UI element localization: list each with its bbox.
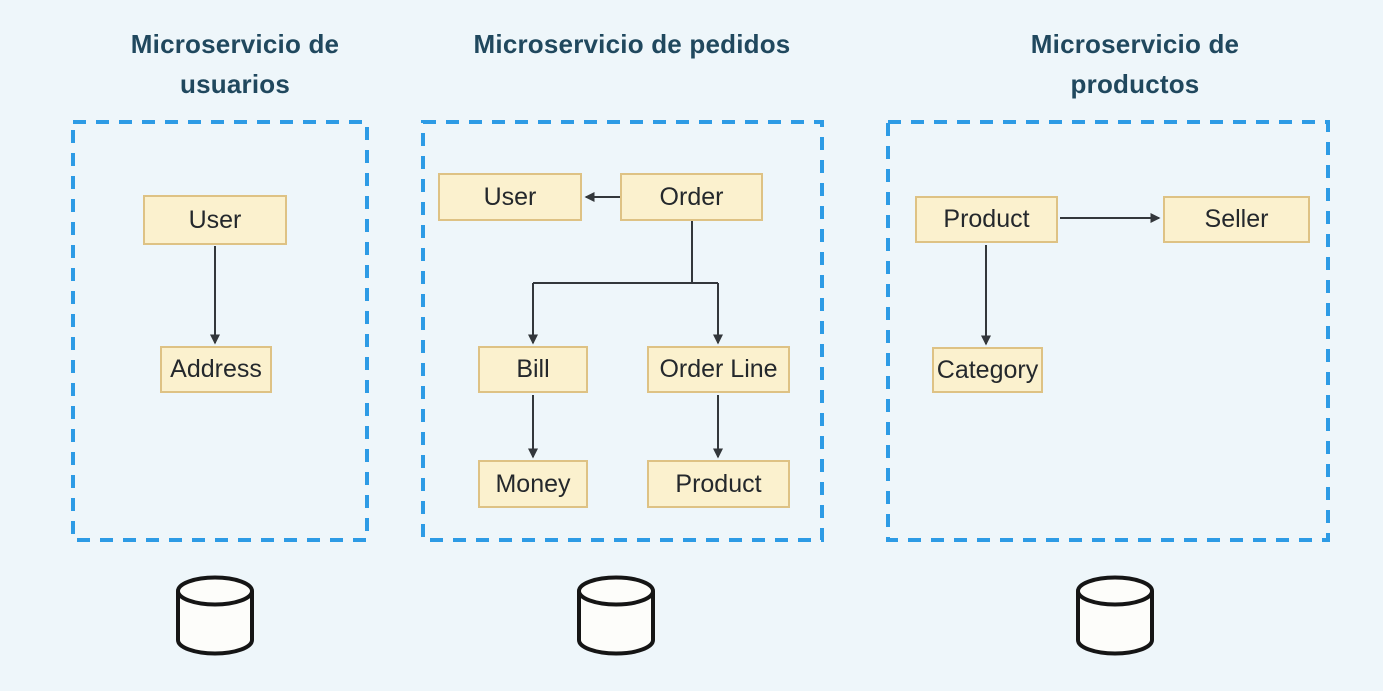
title-microservicio-productos: Microservicio de productos — [1030, 29, 1240, 99]
node-productos-product: Product — [915, 196, 1058, 243]
pedidos-boundary — [421, 120, 824, 542]
node-pedidos-order-line: Order Line — [647, 346, 790, 393]
productos-database-icon — [1076, 575, 1154, 656]
node-productos-category: Category — [932, 347, 1043, 393]
pedidos-database-icon — [577, 575, 655, 656]
productos-boundary — [886, 120, 1330, 542]
title-microservicio-pedidos: Microservicio de pedidos — [473, 29, 791, 59]
usuarios-boundary — [71, 120, 369, 542]
node-pedidos-order: Order — [620, 173, 763, 221]
title-microservicio-usuarios: Microservicio de usuarios — [130, 29, 340, 99]
order-branch-connector — [533, 221, 718, 284]
usuarios-database-icon — [176, 575, 254, 656]
node-usuarios-user: User — [143, 195, 287, 245]
node-pedidos-bill: Bill — [478, 346, 588, 393]
node-pedidos-money: Money — [478, 460, 588, 508]
node-productos-seller: Seller — [1163, 196, 1310, 243]
node-usuarios-address: Address — [160, 346, 272, 393]
node-pedidos-user: User — [438, 173, 582, 221]
node-pedidos-product: Product — [647, 460, 790, 508]
